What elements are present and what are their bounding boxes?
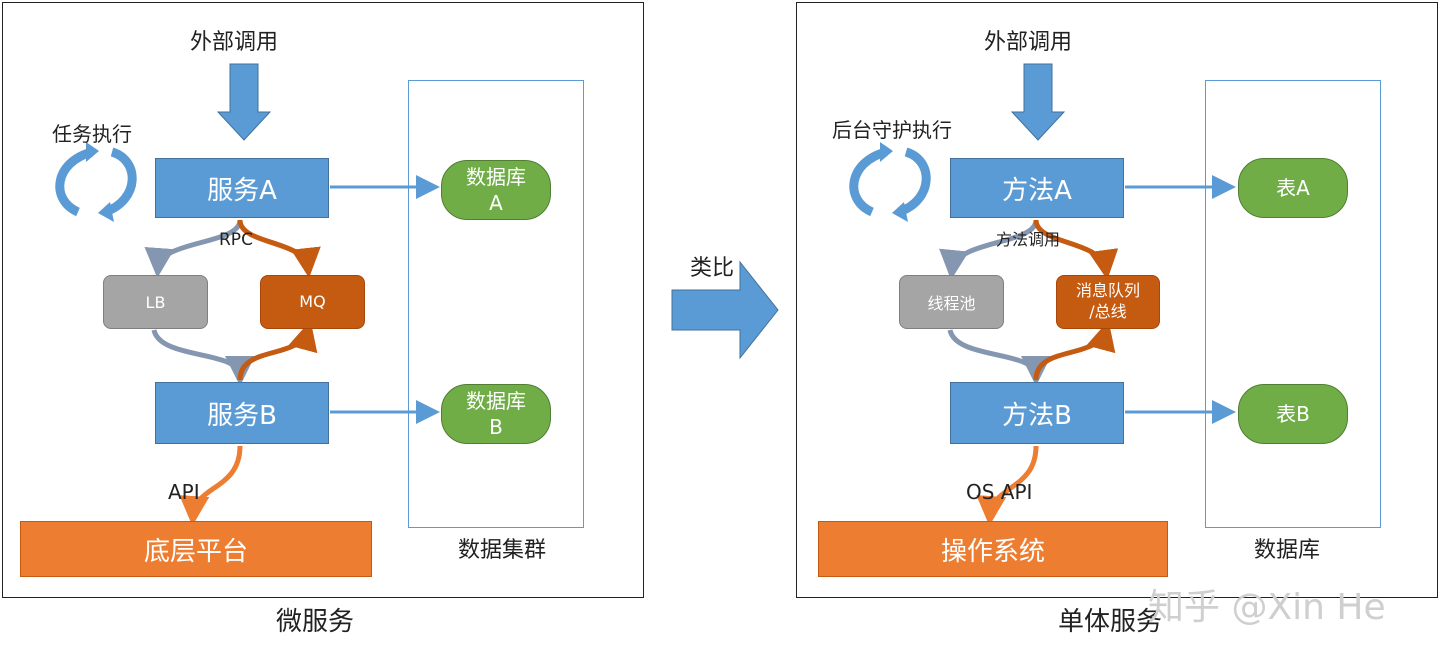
monolith-panel	[796, 2, 1438, 598]
analogy-arrow	[671, 260, 779, 360]
db-b-node[interactable]: 数据库 B	[441, 384, 551, 444]
lb-box[interactable]: LB	[103, 275, 208, 329]
database-label: 数据库	[1254, 538, 1321, 563]
call-to-pool-curve	[939, 219, 1039, 280]
mq-box[interactable]: MQ	[260, 275, 365, 329]
mq-to-svc-b-curve	[237, 320, 318, 381]
method-call-label: 方法调用	[996, 230, 1061, 249]
external-call-label: 外部调用	[190, 30, 279, 55]
rpc-to-lb-curve	[144, 219, 243, 278]
service-a-box[interactable]: 服务A	[155, 158, 329, 218]
task-exec-label: 任务执行	[52, 122, 132, 146]
microservice-panel	[2, 2, 644, 598]
queue-to-method-b-curve	[1033, 320, 1116, 381]
os-box[interactable]: 操作系统	[818, 521, 1168, 577]
rpc-label: RPC	[219, 230, 253, 250]
external-call-label-right: 外部调用	[984, 30, 1073, 55]
watermark: 知乎 @Xin He	[1148, 587, 1386, 628]
table-b-node[interactable]: 表B	[1238, 384, 1348, 444]
os-api-curve	[976, 445, 1039, 526]
table-a-node[interactable]: 表A	[1238, 158, 1348, 218]
db-a-node[interactable]: 数据库 A	[441, 160, 551, 220]
task-cycle-icon	[55, 142, 137, 222]
rpc-to-mq-curve	[237, 219, 321, 278]
service-b-box[interactable]: 服务B	[155, 382, 329, 444]
method-b-box[interactable]: 方法B	[950, 382, 1124, 444]
base-platform-box[interactable]: 底层平台	[20, 521, 372, 577]
os-api-label: OS API	[966, 480, 1033, 504]
database-frame	[1205, 80, 1381, 528]
pool-to-method-b-curve	[947, 329, 1051, 386]
daemon-cycle-icon	[849, 142, 931, 222]
external-call-arrow	[216, 63, 272, 141]
api-label: API	[168, 480, 200, 504]
microservice-caption: 微服务	[276, 607, 355, 637]
thread-pool-box[interactable]: 线程池	[899, 275, 1004, 329]
call-to-queue-curve	[1033, 219, 1119, 280]
daemon-exec-label: 后台守护执行	[832, 118, 952, 142]
api-curve	[179, 445, 243, 526]
analogy-label: 类比	[690, 256, 735, 281]
data-cluster-label: 数据集群	[458, 538, 547, 563]
method-a-box[interactable]: 方法A	[950, 158, 1124, 218]
monolith-caption: 单体服务	[1058, 607, 1163, 637]
data-cluster-frame	[408, 80, 584, 528]
lb-to-svc-b-curve	[151, 329, 255, 386]
external-call-arrow-right	[1010, 63, 1066, 141]
msg-queue-box[interactable]: 消息队列 /总线	[1056, 275, 1160, 329]
